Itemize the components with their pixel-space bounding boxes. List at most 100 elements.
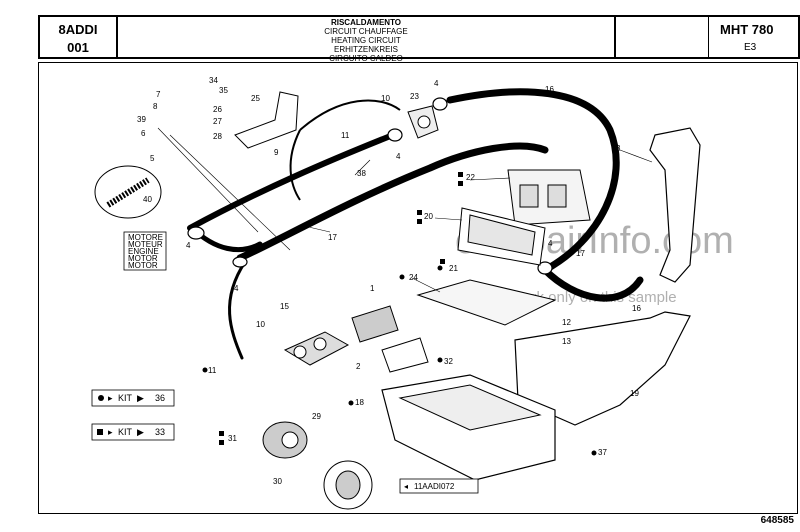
filter-1 bbox=[351, 305, 399, 343]
cable-11-upper bbox=[299, 99, 401, 131]
motor-box-line1: MOTORE bbox=[128, 233, 163, 242]
spring-detail-40 bbox=[94, 165, 162, 219]
callout-39: 39 bbox=[137, 115, 146, 124]
callout-6: 6 bbox=[141, 129, 146, 138]
motor-box-line3: ENGINE bbox=[128, 247, 159, 256]
callout-12: 12 bbox=[562, 318, 571, 327]
callout-4b: 4 bbox=[234, 284, 239, 293]
svg-text:▶: ▶ bbox=[137, 393, 144, 403]
callout-2: 2 bbox=[356, 362, 361, 371]
callout-13: 13 bbox=[562, 337, 571, 346]
title-french: CIRCUIT CHAUFFAGE bbox=[324, 27, 408, 36]
callout-35: 35 bbox=[219, 86, 228, 95]
air-duct-3 bbox=[649, 127, 701, 283]
callout-9: 9 bbox=[274, 148, 279, 157]
callout-4e: 4 bbox=[548, 239, 553, 248]
kit-legend-square: ▸ KIT ▶ 33 bbox=[91, 423, 175, 441]
section-code-line1: 8ADDI bbox=[58, 22, 98, 37]
hose-38 bbox=[187, 130, 401, 231]
callout-4d: 4 bbox=[434, 79, 439, 88]
callout-40: 40 bbox=[143, 195, 152, 204]
circle-symbol bbox=[98, 395, 104, 401]
kit-circle-number: 36 bbox=[155, 393, 165, 403]
drawing-number: 648585 bbox=[760, 515, 794, 526]
cable-11 bbox=[228, 260, 247, 360]
kit-circle-label: KIT bbox=[118, 393, 133, 403]
motor-box-line2: MOTEUR bbox=[128, 240, 163, 249]
motor-box: MOTORE MOTEUR ENGINE MOTOR MOTOR bbox=[123, 231, 167, 271]
callout-26: 26 bbox=[213, 105, 222, 114]
kit-legend-circle: ▸ KIT ▶ 36 bbox=[91, 389, 175, 407]
section-code: 8ADDI 001 bbox=[38, 15, 118, 59]
callout-8: 8 bbox=[153, 102, 158, 111]
callout-34: 34 bbox=[209, 76, 218, 85]
svg-text:▶: ▶ bbox=[137, 427, 144, 437]
clamp-4d bbox=[432, 97, 448, 111]
callout-4a: 4 bbox=[186, 241, 191, 250]
fan-wheel-29 bbox=[323, 460, 373, 510]
callout-11a: 11 bbox=[341, 131, 350, 140]
callout-30: 30 bbox=[273, 477, 282, 486]
svg-text:◂: ◂ bbox=[404, 482, 408, 491]
bracket-9 bbox=[234, 91, 299, 149]
callout-4c: 4 bbox=[396, 152, 401, 161]
square-symbol bbox=[97, 429, 103, 435]
callout-27: 27 bbox=[213, 117, 222, 126]
kit-square-number: 33 bbox=[155, 427, 165, 437]
callout-17b: 17 bbox=[576, 249, 585, 258]
heater-radiator-20 bbox=[457, 207, 546, 266]
reference-tag-text: 11AADI072 bbox=[414, 482, 455, 491]
callout-5: 5 bbox=[150, 154, 155, 163]
callout-10a: 10 bbox=[381, 94, 390, 103]
callout-32: 32 bbox=[444, 357, 453, 366]
callout-11b: 11 bbox=[208, 366, 217, 375]
callout-10b: 10 bbox=[256, 320, 265, 329]
model-block: MHT 780 E3 bbox=[614, 15, 800, 59]
callout-labels: 1 2 3 4 4 4 4 4 5 6 7 8 9 10 10 11 11 12… bbox=[137, 76, 641, 486]
hose-16-lower bbox=[541, 266, 644, 302]
callout-25: 25 bbox=[251, 94, 260, 103]
model-revision: E3 bbox=[744, 42, 757, 53]
callout-24: 24 bbox=[409, 273, 418, 282]
callout-18: 18 bbox=[355, 398, 364, 407]
hose-17 bbox=[236, 142, 549, 262]
callout-20: 20 bbox=[424, 212, 433, 221]
reference-tag: ◂ 11AADI072 bbox=[399, 478, 479, 494]
callout-29: 29 bbox=[312, 412, 321, 421]
blower-22 bbox=[507, 169, 591, 226]
callout-21: 21 bbox=[449, 264, 458, 273]
diagram-frame bbox=[38, 62, 798, 514]
callout-22: 22 bbox=[466, 173, 475, 182]
model-name: MHT 780 bbox=[720, 22, 774, 37]
clamp-4e bbox=[537, 261, 553, 275]
callout-7: 7 bbox=[156, 90, 161, 99]
callout-15: 15 bbox=[280, 302, 289, 311]
tray-32 bbox=[381, 337, 429, 373]
water-valve-23 bbox=[407, 105, 439, 139]
cable-11-loop bbox=[289, 129, 301, 201]
title-german: ERHITZENKREIS bbox=[333, 45, 398, 54]
kit-square-label: KIT bbox=[118, 427, 133, 437]
title-italian: RISCALDAMENTO bbox=[330, 18, 402, 27]
motor-box-line4: MOTOR bbox=[128, 254, 158, 263]
section-code-line2: 001 bbox=[67, 40, 89, 55]
heater-housing-18 bbox=[381, 374, 556, 481]
title-english: HEATING CIRCUIT bbox=[331, 36, 401, 45]
callout-16a: 16 bbox=[545, 85, 554, 94]
svg-text:▸: ▸ bbox=[108, 393, 113, 403]
clamp-4c bbox=[387, 128, 403, 142]
callout-3: 3 bbox=[616, 144, 621, 153]
callout-1: 1 bbox=[370, 284, 375, 293]
clamp-4b bbox=[232, 256, 248, 268]
title-spanish: CIRCUITO CALDEO bbox=[329, 54, 403, 63]
hose-16-upper bbox=[446, 88, 620, 274]
blower-motor-30 bbox=[262, 421, 308, 459]
callout-23: 23 bbox=[410, 92, 419, 101]
callout-16b: 16 bbox=[632, 304, 641, 313]
svg-text:▸: ▸ bbox=[108, 427, 113, 437]
callout-28: 28 bbox=[213, 132, 222, 141]
clamp-4a bbox=[187, 226, 205, 240]
callout-38: 38 bbox=[357, 169, 366, 178]
callout-19: 19 bbox=[630, 389, 639, 398]
